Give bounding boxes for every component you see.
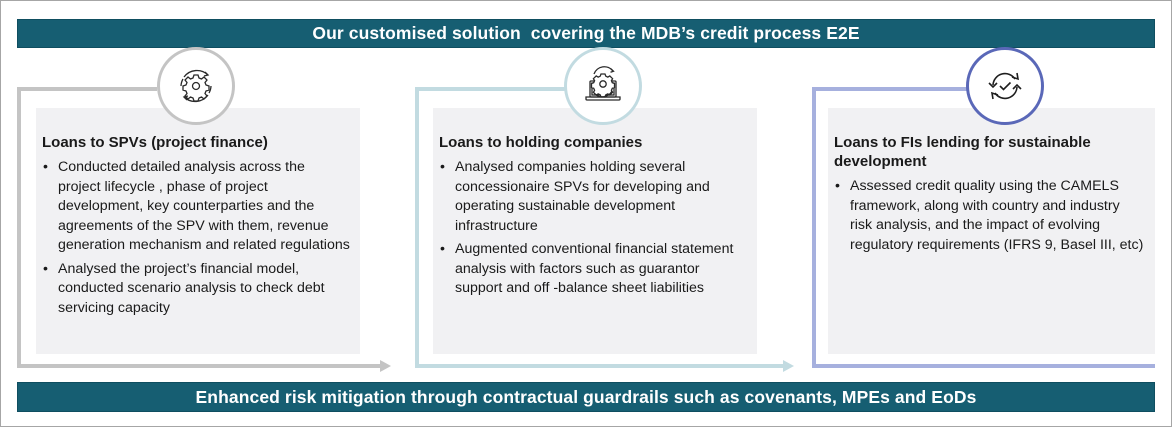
panel-2-frame-bottom — [415, 364, 785, 368]
footer-text: Enhanced risk mitigation through contrac… — [195, 386, 977, 407]
panel-1-frame-top — [17, 87, 157, 91]
footer-banner: Enhanced risk mitigation through contrac… — [17, 382, 1155, 412]
panel-2-frame-left — [415, 87, 419, 368]
panel-3-frame-left — [812, 87, 816, 368]
bullet-icon: • — [43, 260, 48, 277]
panel-2-title: Loans to holding companies — [439, 134, 643, 151]
panel-1-icon-badge — [157, 47, 235, 125]
refresh-check-icon — [988, 72, 1022, 100]
panel-1-title: Loans to SPVs (project finance) — [42, 134, 268, 151]
panel-1-box: Loans to SPVs (project finance) •Conduct… — [36, 108, 360, 354]
panel-3-bullets: •Assessed credit quality using the CAMEL… — [834, 177, 1145, 255]
panel-3-icon-badge — [966, 47, 1044, 125]
panel-1-arrowhead — [380, 360, 391, 372]
list-item: •Conducted detailed analysis across the … — [43, 159, 350, 253]
header-banner: Our customised solution covering the MDB… — [17, 19, 1155, 48]
list-item: •Assessed credit quality using the CAMEL… — [835, 178, 1144, 253]
list-item: •Augmented conventional financial statem… — [440, 241, 734, 296]
panel-2-icon-badge — [564, 47, 642, 125]
gear-cycle-icon — [180, 69, 212, 103]
bullet-icon: • — [835, 178, 840, 194]
panel-3-frame-top — [812, 87, 972, 91]
bullet-icon: • — [43, 159, 48, 175]
panel-3-frame-bottom — [812, 364, 1155, 368]
list-item: •Analysed the project’s financial model,… — [43, 260, 325, 316]
header-title: Our customised solution covering the MDB… — [312, 23, 860, 43]
laptop-gear-icon — [585, 66, 621, 101]
panel-2-bullets: •Analysed companies holding several conc… — [439, 158, 747, 299]
bullet-icon: • — [440, 241, 445, 257]
panel-3-title: Loans to FIs lending for sustainable dev… — [834, 134, 1091, 170]
bullet-icon: • — [440, 159, 445, 175]
list-item: •Analysed companies holding several conc… — [440, 159, 710, 234]
panel-2-box: Loans to holding companies •Analysed com… — [433, 108, 757, 354]
panel-1-bullets: •Conducted detailed analysis across the … — [42, 158, 350, 318]
panel-3-box: Loans to FIs lending for sustainable dev… — [828, 108, 1155, 354]
panel-1-frame-bottom — [17, 364, 382, 368]
panel-1-frame-left — [17, 87, 21, 368]
panel-2-arrowhead — [783, 360, 794, 372]
panel-2-frame-top — [415, 87, 565, 91]
